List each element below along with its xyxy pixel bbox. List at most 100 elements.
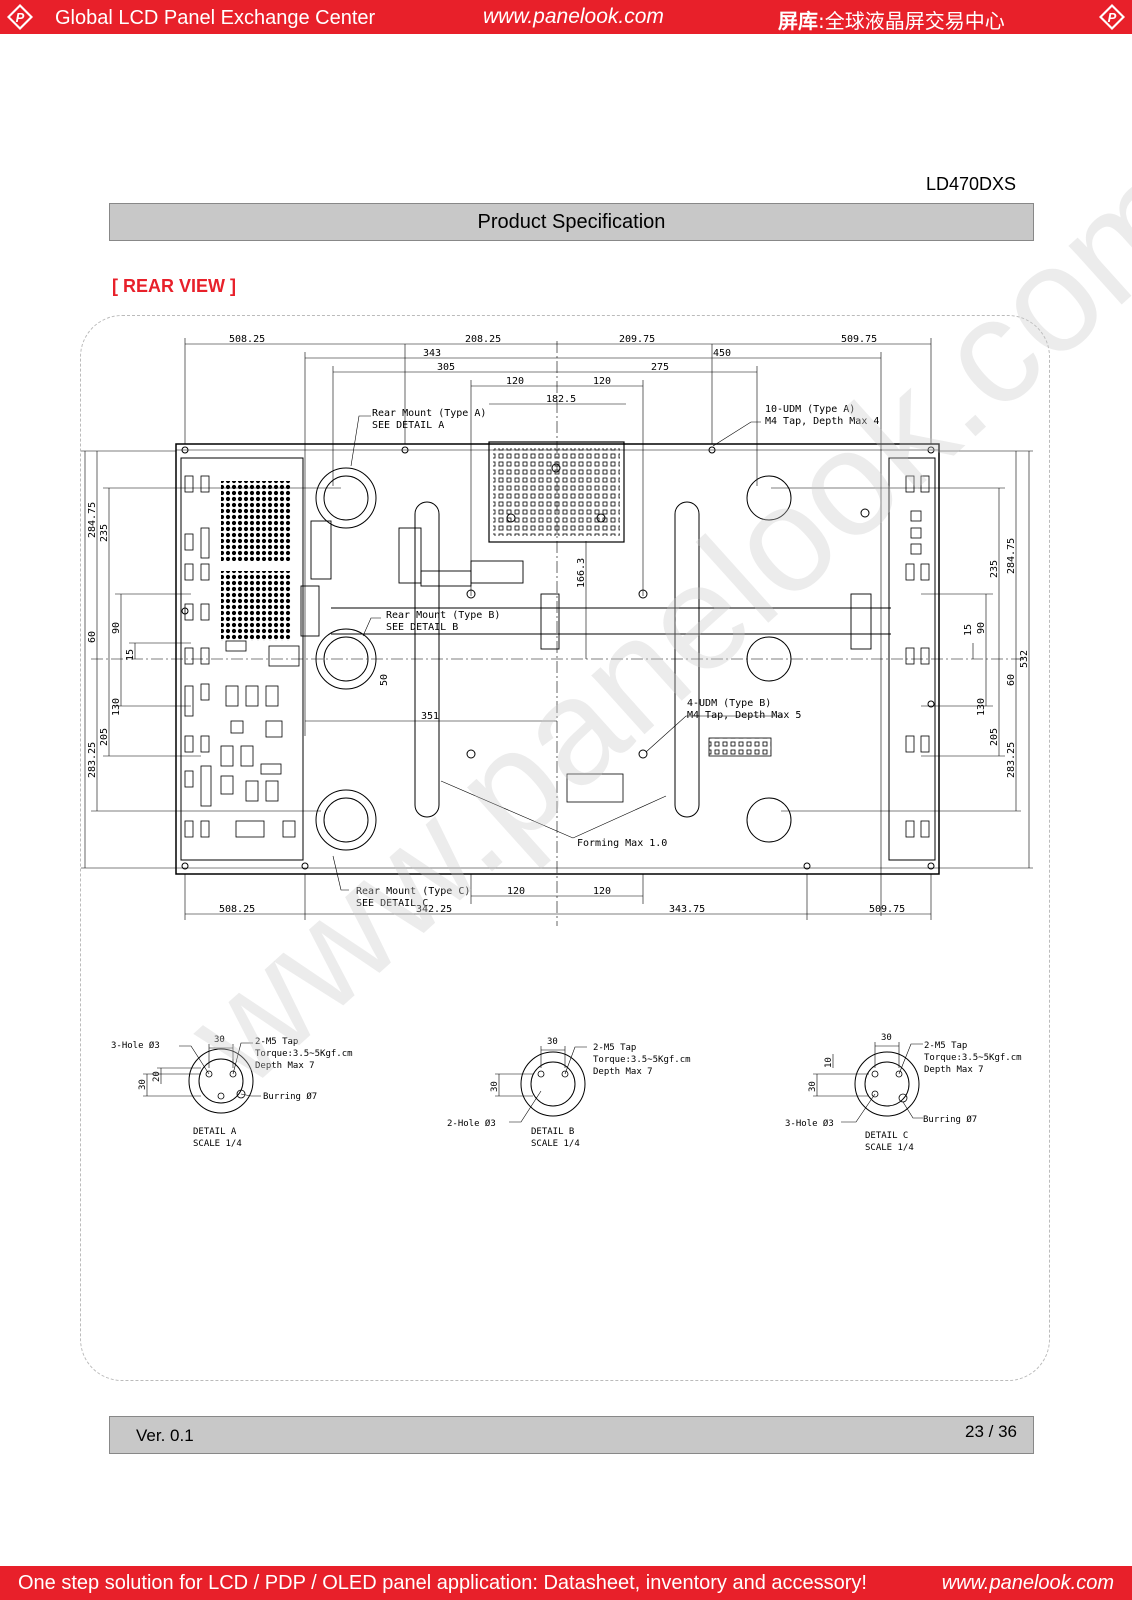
dim-bottom-509: 509.75	[869, 904, 905, 915]
detail-a-hole: 3-Hole Ø3	[111, 1040, 160, 1051]
dim-top-120b: 120	[593, 376, 611, 387]
right-stiffener-slot	[674, 501, 700, 818]
header-right-text: :全球液晶屏交易中心	[818, 9, 1005, 33]
dim-left-130: 130	[111, 698, 122, 716]
dim-bottom-342: 342.25	[416, 904, 452, 915]
detail-b-torque: Torque:3.5~5Kgf.cm	[593, 1055, 691, 1065]
detail-a-depth: Depth Max 7	[255, 1061, 315, 1071]
dim-right-532: 532	[1019, 650, 1030, 668]
detail-a-scale: SCALE 1/4	[193, 1139, 242, 1149]
spec-title: Product Specification	[477, 211, 666, 233]
footer-bar: Ver. 0.1 23 / 36	[109, 1416, 1034, 1454]
dim-inner-351: 351	[421, 711, 439, 722]
detail-b-tap: 2-M5 Tap	[593, 1043, 636, 1053]
callout-rear-mount-a: Rear Mount (Type A)	[372, 408, 486, 419]
dim-left-205: 205	[99, 728, 110, 746]
dim-top-208: 208.25	[465, 334, 501, 345]
detail-c-depth: Depth Max 7	[924, 1065, 984, 1075]
dim-bottom-120b: 120	[593, 886, 611, 897]
dim-left-15: 15	[125, 649, 136, 661]
page-number: 23 / 36	[965, 1422, 1017, 1441]
detail-a: 30 30 20 3-Hole Ø3 2-M5 Tap Torque:3.5~5…	[111, 1035, 353, 1149]
callout-labels: Rear Mount (Type A) SEE DETAIL A Rear Mo…	[356, 404, 879, 909]
center-connector-housing	[488, 441, 625, 543]
detail-a-dim-30-left: 30	[138, 1079, 148, 1090]
svg-text:P: P	[1108, 10, 1117, 25]
callout-rear-mount-c: Rear Mount (Type C)	[356, 886, 470, 897]
dim-top-275: 275	[651, 362, 669, 373]
detail-b-name: DETAIL B	[531, 1127, 574, 1137]
label-plate	[566, 773, 624, 803]
header-right-bold: 屏库	[778, 9, 818, 33]
callout-see-detail-c: SEE DETAIL C	[356, 898, 428, 909]
header-url-link[interactable]: www.panelook.com	[483, 5, 664, 28]
dim-left-532: 532	[81, 650, 84, 668]
bottom-banner: One step solution for LCD / PDP / OLED p…	[0, 1566, 1132, 1600]
detail-b-scale: SCALE 1/4	[531, 1139, 580, 1149]
callout-udm-b: 4-UDM (Type B)	[687, 698, 771, 709]
top-dimension-lines	[184, 338, 932, 916]
top-dimension-labels: 508.25 208.25 209.75 509.75 343 450 305 …	[229, 334, 877, 405]
detail-a-dim-20: 20	[152, 1071, 162, 1082]
bottom-dimension-lines	[184, 874, 932, 920]
detail-b-dim-30-top: 30	[547, 1037, 558, 1047]
dim-left-284: 284.75	[87, 502, 98, 538]
detail-c: 30 10 30 3-Hole Ø3 2-M5 Tap Torque:3.5~5…	[785, 1033, 1022, 1153]
connector-strip	[708, 737, 772, 757]
cable-brackets	[300, 520, 891, 650]
bottom-message: One step solution for LCD / PDP / OLED p…	[18, 1572, 867, 1594]
detail-a-torque: Torque:3.5~5Kgf.cm	[255, 1049, 353, 1059]
detail-c-dim-30-top: 30	[881, 1033, 892, 1043]
rear-view-drawing: 508.25 208.25 209.75 509.75 343 450 305 …	[80, 315, 1050, 1381]
dim-left-90: 90	[111, 622, 122, 634]
dim-bottom-120a: 120	[507, 886, 525, 897]
svg-text:P: P	[16, 10, 25, 25]
dim-left-283: 283.25	[87, 742, 98, 778]
bottom-dimension-labels: 508.25 342.25 120 120 343.75 509.75	[219, 886, 905, 915]
detail-c-dim-10: 10	[824, 1057, 834, 1068]
dim-right-205: 205	[989, 728, 1000, 746]
dim-top-450: 450	[713, 348, 731, 359]
left-pcb-board	[180, 457, 304, 861]
dim-top-305: 305	[437, 362, 455, 373]
dim-bottom-508: 508.25	[219, 904, 255, 915]
dim-right-90: 90	[976, 622, 987, 634]
callout-leaders	[332, 415, 783, 891]
left-stiffener-slot	[414, 501, 440, 818]
detail-a-tap: 2-M5 Tap	[255, 1037, 298, 1047]
left-pcb-components	[184, 475, 300, 838]
rear-view-cad-svg: 508.25 208.25 209.75 509.75 343 450 305 …	[81, 334, 1033, 1153]
dim-inner-50: 50	[379, 674, 390, 686]
detail-b-depth: Depth Max 7	[593, 1067, 653, 1077]
dim-inner-166: 166.3	[576, 558, 587, 588]
header-left-title: Global LCD Panel Exchange Center	[55, 7, 376, 29]
bottom-url-link[interactable]: www.panelook.com	[941, 1572, 1114, 1594]
dim-top-508: 508.25	[229, 334, 265, 345]
detail-c-burring: Burring Ø7	[923, 1114, 977, 1125]
detail-b: 30 30 2-Hole Ø3 2-M5 Tap Torque:3.5~5Kgf…	[447, 1037, 691, 1149]
dim-top-209: 209.75	[619, 334, 655, 345]
dim-right-130: 130	[976, 698, 987, 716]
dim-right-283: 283.25	[1006, 742, 1017, 778]
pcb-dot-matrix	[221, 481, 291, 641]
detail-b-hole: 2-Hole Ø3	[447, 1118, 496, 1129]
section-title: [ REAR VIEW ]	[112, 276, 236, 296]
dim-right-235: 235	[989, 560, 1000, 578]
callout-udm-a-spec: M4 Tap, Depth Max 4	[765, 416, 879, 427]
model-number: LD470DXS	[926, 174, 1017, 194]
dim-left-235: 235	[99, 524, 110, 542]
callout-forming: Forming Max 1.0	[577, 838, 667, 849]
detail-c-name: DETAIL C	[865, 1131, 908, 1141]
dim-top-120a: 120	[506, 376, 524, 387]
top-banner: P Global LCD Panel Exchange Center www.p…	[0, 0, 1132, 34]
detail-a-dim-30-top: 30	[214, 1035, 225, 1045]
panelook-logo-icon: P	[7, 4, 33, 30]
dim-right-284: 284.75	[1006, 538, 1017, 574]
dim-top-182: 182.5	[546, 394, 576, 405]
callout-rear-mount-b: Rear Mount (Type B)	[386, 610, 500, 621]
callout-see-detail-b: SEE DETAIL B	[386, 622, 458, 633]
left-dimension-labels: 532 284.75 235 90 60 15 130 205 283.25	[81, 502, 136, 778]
version-label: Ver. 0.1	[136, 1426, 194, 1445]
header-right-title: 屏库:全球液晶屏交易中心	[778, 5, 1005, 34]
inner-dimension-labels: 166.3 50 351	[379, 558, 587, 722]
